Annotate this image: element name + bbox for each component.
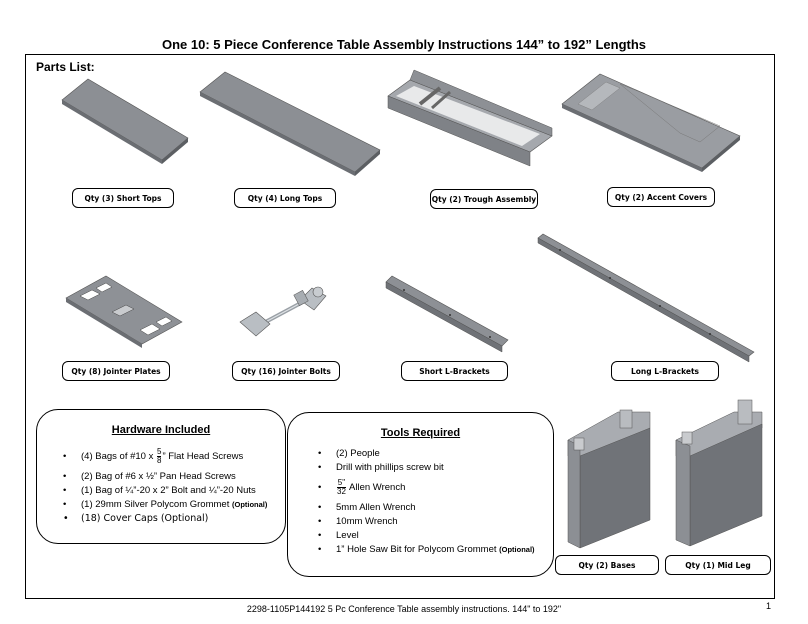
hardware-item-pan-screws: (2) Bag of #6 x ½” Pan Head Screws [63,470,267,484]
fraction-five-thirtyseconds: 5"32 [337,477,346,496]
page-frame [25,54,775,599]
allen-wrench-text: Allen Wrench [349,482,406,493]
footer-text: 2298-1105P144192 5 Pc Conference Table a… [246,604,562,614]
optional-tag: (Optional) [231,500,268,509]
document-title: One 10: 5 Piece Conference Table Assembl… [161,37,647,52]
tools-list: (2) People Drill with phillips screw bit… [318,447,535,557]
label-short-tops: Qty (3) Short Tops [72,188,174,208]
title-rule [25,54,775,55]
hardware-list: (4) Bags of #10 x 58” Flat Head Screws (… [63,444,267,526]
label-trough: Qty (2) Trough Assembly [430,189,538,209]
grommet-text: (1) 29mm Silver Polycom Grommet [81,499,230,510]
hardware-item-grommet: (1) 29mm Silver Polycom Grommet (Optiona… [63,498,267,512]
label-jointer-plates: Qty (8) Jointer Plates [62,361,170,381]
label-accent-covers: Qty (2) Accent Covers [607,187,715,207]
fraction-numerator: 5" [337,477,346,488]
tools-item-allen-fraction: 5"32 Allen Wrench [318,475,535,501]
tools-heading: Tools Required [380,427,461,439]
label-mid-leg: Qty (1) Mid Leg [665,555,771,575]
tools-item-hole-saw: 1” Hole Saw Bit for Polycom Grommet (Opt… [318,543,535,557]
hardware-item-bolts: (1) Bag of ¼”-20 x 2” Bolt and ¼”-20 Nut… [63,484,267,498]
hardware-item1-text: (4) Bags of #10 x [81,451,154,462]
tools-item-5mm: 5mm Allen Wrench [318,501,535,515]
fraction-denominator: 32 [337,486,346,496]
label-jointer-bolts: Qty (16) Jointer Bolts [232,361,340,381]
hardware-item1-suffix: ” Flat Head Screws [162,451,244,462]
page-number: 1 [766,601,772,611]
optional-tag: (Optional) [499,545,535,554]
tools-item-10mm: 10mm Wrench [318,515,535,529]
tools-item-people: (2) People [318,447,535,461]
tools-item-drill: Drill with phillips screw bit [318,461,535,475]
label-long-tops: Qty (4) Long Tops [234,188,336,208]
label-long-brackets: Long L-Brackets [611,361,719,381]
hardware-item-screws: (4) Bags of #10 x 58” Flat Head Screws [63,444,267,470]
tools-panel: Tools Required (2) People Drill with phi… [287,412,554,577]
label-short-brackets: Short L-Brackets [401,361,508,381]
tools-item-level: Level [318,529,535,543]
fraction-numerator: 5 [157,446,162,457]
hardware-item-cover-caps: (18) Cover Caps (Optional) [63,512,267,526]
hardware-heading: Hardware Included [111,424,211,436]
hardware-panel: Hardware Included (4) Bags of #10 x 58” … [36,409,286,544]
parts-list-heading: Parts List: [36,60,95,74]
fraction-denominator: 8 [157,455,162,465]
label-bases: Qty (2) Bases [555,555,659,575]
hole-saw-text: 1” Hole Saw Bit for Polycom Grommet [336,544,497,555]
